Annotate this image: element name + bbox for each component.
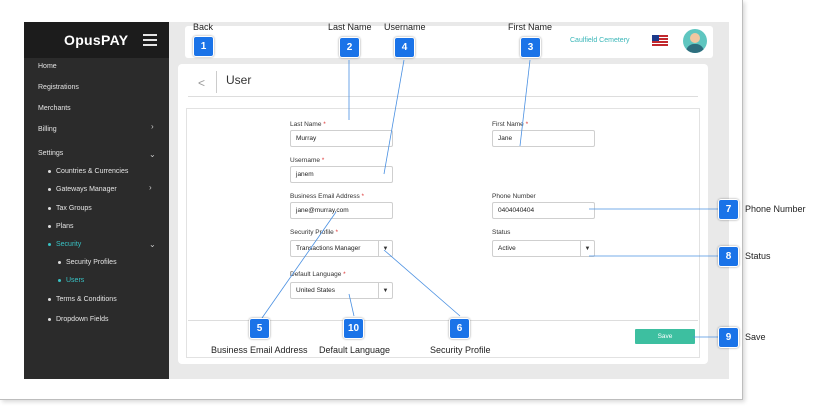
callout-caption: Last Name	[328, 22, 372, 32]
logo-bar: OpusPAY	[24, 22, 169, 58]
user-form: Last Name * Murray First Name * Jane Use…	[186, 108, 700, 358]
sidebar-item-tax-groups[interactable]: Tax Groups	[48, 205, 92, 212]
callout-badge: 5	[249, 318, 270, 339]
sidebar-item-settings[interactable]: Settings	[38, 150, 64, 157]
security-profile-label: Security Profile *	[290, 229, 339, 236]
callout-badge: 7	[718, 199, 739, 220]
status-label: Status	[492, 229, 511, 236]
divider	[216, 71, 217, 93]
email-input[interactable]: jane@murray.com	[290, 202, 393, 219]
top-bar: Caulfield Cemetery	[185, 26, 713, 58]
chevron-right-icon: ›	[151, 122, 154, 131]
callout-badge: 2	[339, 37, 360, 58]
status-value: Active	[498, 245, 516, 252]
sidebar-item-billing[interactable]: Billing	[38, 126, 57, 133]
status-select[interactable]: Active ▼	[492, 240, 595, 257]
divider	[188, 96, 698, 97]
phone-label: Phone Number	[492, 193, 536, 200]
username-input[interactable]: janem	[290, 166, 393, 183]
avatar[interactable]	[683, 29, 707, 53]
sidebar-item-dropdown-fields[interactable]: Dropdown Fields	[48, 316, 109, 323]
page-title: User	[226, 73, 252, 87]
sidebar-item-users[interactable]: Users	[58, 277, 84, 284]
sidebar-item-security[interactable]: Security	[48, 241, 81, 248]
callout-badge: 8	[718, 246, 739, 267]
callout-caption: Business Email Address	[211, 345, 308, 355]
default-language-select[interactable]: United States ▼	[290, 282, 393, 299]
chevron-down-icon: ⌄	[149, 240, 156, 249]
email-label: Business Email Address *	[290, 193, 365, 200]
caret-down-icon: ▼	[378, 283, 392, 298]
last-name-label: Last Name *	[290, 121, 326, 128]
back-icon[interactable]: <	[198, 76, 206, 90]
callout-badge: 6	[449, 318, 470, 339]
phone-input[interactable]: 0404040404	[492, 202, 595, 219]
security-profile-value: Transactions Manager	[296, 245, 361, 252]
callout-badge: 3	[520, 37, 541, 58]
sidebar-item-countries[interactable]: Countries & Currencies	[48, 168, 128, 175]
last-name-input[interactable]: Murray	[290, 130, 393, 147]
us-flag-icon[interactable]	[652, 35, 668, 46]
sidebar-item-registrations[interactable]: Registrations	[38, 84, 79, 91]
callout-caption: Back	[193, 22, 214, 32]
callout-caption: Save	[745, 332, 766, 342]
username-label: Username *	[290, 157, 325, 164]
callout-caption: Default Language	[319, 345, 391, 355]
sidebar-item-gateways[interactable]: Gateways Manager	[48, 186, 117, 193]
save-button[interactable]: Save	[635, 329, 695, 344]
sidebar-item-terms[interactable]: Terms & Conditions	[48, 296, 117, 303]
sidebar-item-plans[interactable]: Plans	[48, 223, 74, 230]
sidebar-item-security-profiles[interactable]: Security Profiles	[58, 259, 117, 266]
caret-down-icon: ▼	[378, 241, 392, 256]
callout-caption: First Name	[508, 22, 553, 32]
app-logo: OpusPAY	[64, 32, 129, 48]
callout-caption: Phone Number	[745, 204, 806, 214]
callout-badge: 4	[394, 37, 415, 58]
default-language-value: United States	[296, 287, 336, 294]
callout-caption: Username	[384, 22, 426, 32]
chevron-right-icon: ›	[149, 183, 152, 192]
callout-caption: Status	[745, 251, 771, 261]
callout-caption: Security Profile	[430, 345, 491, 355]
sidebar-item-home[interactable]: Home	[38, 63, 57, 70]
divider	[188, 320, 698, 321]
chevron-down-icon: ⌄	[149, 150, 156, 159]
organization-name[interactable]: Caulfield Cemetery	[570, 37, 630, 44]
caret-down-icon: ▼	[580, 241, 594, 256]
callout-badge: 10	[343, 318, 364, 339]
sidebar: OpusPAY Home Registrations Merchants Bil…	[24, 22, 169, 379]
first-name-label: First Name *	[492, 121, 529, 128]
callout-badge: 9	[718, 327, 739, 348]
hamburger-menu-icon[interactable]	[143, 34, 157, 46]
sidebar-item-merchants[interactable]: Merchants	[38, 105, 71, 112]
callout-badge: 1	[193, 36, 214, 57]
default-language-label: Default Language *	[290, 271, 346, 278]
first-name-input[interactable]: Jane	[492, 130, 595, 147]
security-profile-select[interactable]: Transactions Manager ▼	[290, 240, 393, 257]
